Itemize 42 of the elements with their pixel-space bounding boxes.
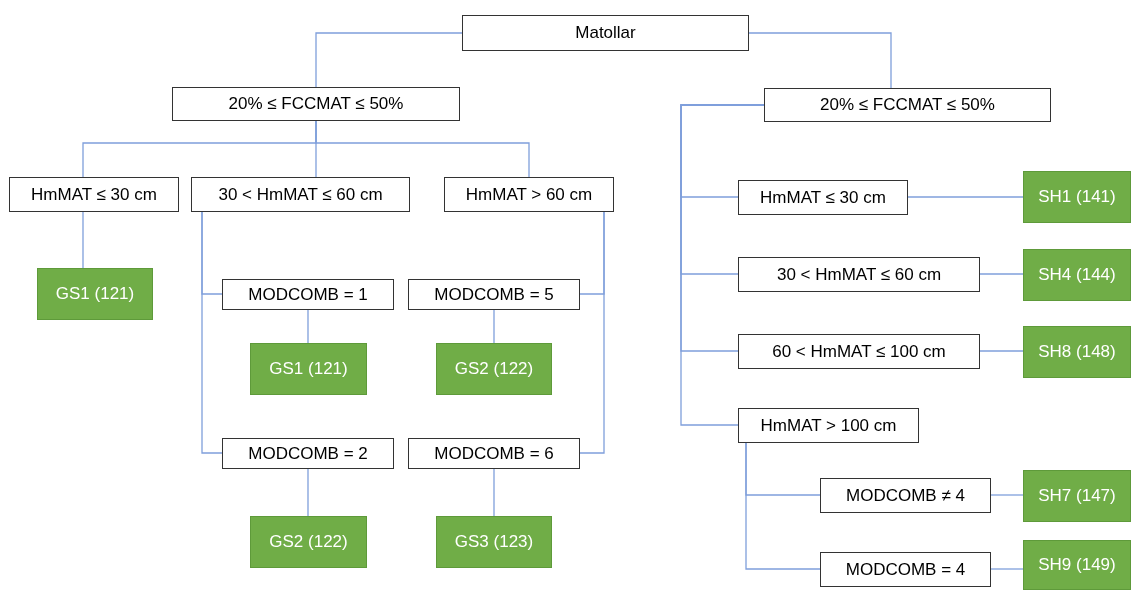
connector-line: [979, 350, 1024, 352]
condition-box: MODCOMB = 5: [408, 279, 580, 310]
condition-box: MODCOMB = 6: [408, 438, 580, 469]
result-box: GS1 (121): [37, 268, 153, 320]
condition-box: MODCOMB = 4: [820, 552, 991, 587]
condition-box: HmMAT ≤ 30 cm: [9, 177, 179, 212]
condition-box: MODCOMB = 2: [222, 438, 394, 469]
connector-line: [307, 468, 309, 517]
result-box: GS3 (123): [436, 516, 552, 568]
connector-line: [307, 309, 309, 344]
connector-line: [748, 32, 892, 89]
condition-box: MODCOMB ≠ 4: [820, 478, 991, 513]
connector-line: [82, 211, 84, 269]
result-box: SH7 (147): [1023, 470, 1131, 522]
result-box: SH8 (148): [1023, 326, 1131, 378]
condition-box: 20% ≤ FCCMAT ≤ 50%: [764, 88, 1051, 122]
result-box: GS1 (121): [250, 343, 367, 395]
connector-line: [201, 211, 223, 454]
condition-box: HmMAT > 60 cm: [444, 177, 614, 212]
condition-box: 30 < HmMAT ≤ 60 cm: [191, 177, 410, 212]
connector-line: [579, 211, 605, 454]
connector-line: [745, 442, 821, 570]
connector-line: [315, 32, 463, 88]
condition-box: MODCOMB = 1: [222, 279, 394, 310]
result-box: SH1 (141): [1023, 171, 1131, 223]
result-box: SH4 (144): [1023, 249, 1131, 301]
condition-box: 30 < HmMAT ≤ 60 cm: [738, 257, 980, 292]
connector-line: [990, 494, 1024, 496]
condition-box: HmMAT > 100 cm: [738, 408, 919, 443]
result-box: GS2 (122): [250, 516, 367, 568]
connector-line: [990, 568, 1024, 570]
condition-box: HmMAT ≤ 30 cm: [738, 180, 908, 215]
connector-line: [493, 468, 495, 517]
result-box: GS2 (122): [436, 343, 552, 395]
result-box: SH9 (149): [1023, 540, 1131, 590]
connector-line: [493, 309, 495, 344]
condition-box: Matollar: [462, 15, 749, 51]
connector-line: [979, 273, 1024, 275]
condition-box: 20% ≤ FCCMAT ≤ 50%: [172, 87, 460, 121]
condition-box: 60 < HmMAT ≤ 100 cm: [738, 334, 980, 369]
connector-line: [315, 120, 530, 178]
connector-line: [907, 196, 1024, 198]
